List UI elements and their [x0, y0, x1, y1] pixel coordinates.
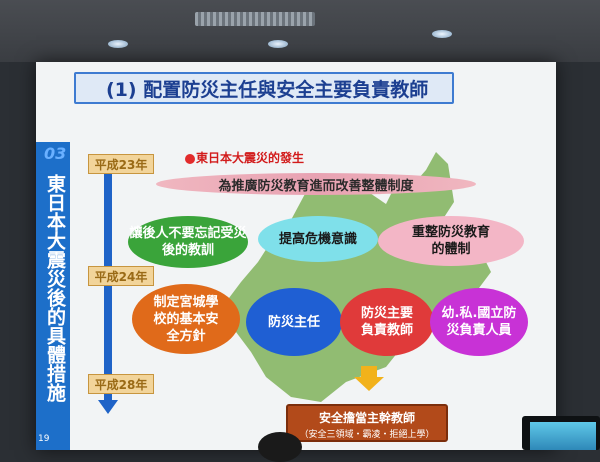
result-title: 安全擔當主幹教師	[318, 411, 415, 425]
timeline-bar	[104, 170, 112, 402]
ceiling-light	[268, 40, 288, 48]
result-subtitle: （安全三領域・霸凌・拒絕上學）	[299, 430, 435, 440]
banner-ellipse: 為推廣防災教育進而改善整體制度	[156, 173, 476, 195]
down-arrow-icon	[361, 366, 377, 378]
bubble-basic-plan: 制定宮城學校的基本安全方針	[132, 284, 240, 354]
bubble-main-teacher: 防災主要負責教師	[340, 288, 434, 356]
bubble-director: 防災主任	[246, 288, 342, 356]
sidebar-band	[36, 142, 70, 450]
phone-screen	[530, 422, 596, 450]
event-bullet-icon	[185, 154, 195, 164]
projection-screen: (1) 配置防災主任與安全主要負責教師 03 東日本大震災後的具體措施 19 平…	[36, 62, 556, 450]
page-number: 19	[38, 434, 50, 444]
bubble-reorganize: 重整防災教育的體制	[378, 216, 524, 266]
air-vent	[195, 12, 315, 26]
section-number: 03	[44, 144, 67, 163]
result-box: 安全擔當主幹教師 （安全三領域・霸凌・拒絕上學）	[286, 404, 448, 442]
bubble-staff: 幼.私.國立防災負責人員	[430, 288, 528, 356]
timeline-arrowhead	[98, 400, 118, 414]
sidebar-heading: 東日本大震災後的具體措施	[44, 174, 66, 402]
bubble-awareness: 提高危機意識	[258, 216, 378, 262]
year-label: 平成23年	[88, 154, 154, 174]
slide-title: (1) 配置防災主任與安全主要負責教師	[74, 72, 454, 104]
event-label: 東日本大震災的發生	[196, 151, 305, 165]
ceiling-light	[432, 30, 452, 38]
year-label: 平成28年	[88, 374, 154, 394]
ceiling	[0, 0, 600, 62]
bubble-lesson: 讓後人不要忘記受災後的教訓	[128, 216, 248, 268]
year-label: 平成24年	[88, 266, 154, 286]
down-arrow-head-icon	[354, 377, 384, 391]
ceiling-light	[108, 40, 128, 48]
audience-head	[258, 432, 302, 462]
